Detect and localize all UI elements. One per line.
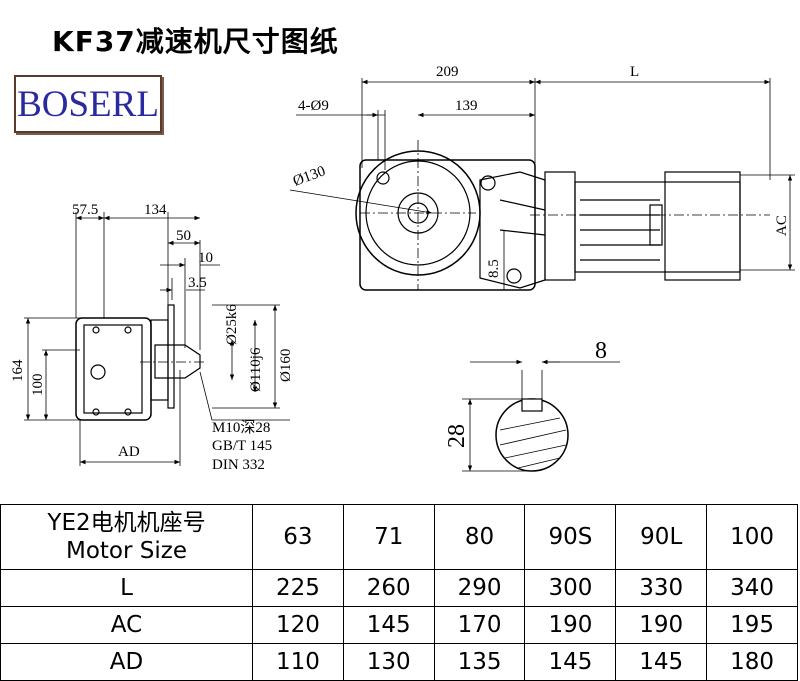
size-cell: 90L bbox=[615, 504, 708, 570]
dim-57-5: 57.5 bbox=[72, 202, 98, 218]
shaft-section bbox=[462, 359, 620, 472]
logo-text: BOSERL bbox=[17, 83, 159, 125]
side-view bbox=[289, 78, 795, 291]
dim-134: 134 bbox=[144, 202, 167, 218]
table-cell: 120 bbox=[252, 606, 344, 644]
table-cell: 135 bbox=[433, 643, 526, 681]
size-cell: 100 bbox=[706, 504, 798, 570]
dim-139: 139 bbox=[455, 98, 478, 114]
dim-164: 164 bbox=[10, 359, 26, 382]
dim-100: 100 bbox=[30, 374, 46, 397]
dim-209: 209 bbox=[436, 64, 459, 80]
size-cell: 90S bbox=[524, 504, 617, 570]
table-cell: 330 bbox=[615, 569, 708, 607]
front-view bbox=[24, 212, 290, 466]
dim-ac: AC bbox=[774, 215, 790, 236]
header-label-en: Motor Size bbox=[66, 538, 187, 564]
note-gbt145: GB/T 145 bbox=[212, 438, 272, 454]
dim-ad: AD bbox=[118, 444, 140, 460]
motor-size-table: YE2电机机座号 Motor Size 63 71 80 90S 90L 100… bbox=[0, 504, 798, 681]
header-label-cell: YE2电机机座号 Motor Size bbox=[0, 504, 253, 570]
dim-50: 50 bbox=[176, 228, 191, 244]
brand-logo: BOSERL bbox=[14, 75, 162, 133]
table-cell: 260 bbox=[342, 569, 435, 607]
table-cell: 170 bbox=[433, 606, 526, 644]
table-cell: 130 bbox=[342, 643, 435, 681]
table-cell: 290 bbox=[433, 569, 526, 607]
row-label: AD bbox=[0, 643, 253, 681]
page-title: KF37减速机尺寸图纸 bbox=[52, 25, 339, 58]
header-label-cn: YE2电机机座号 bbox=[47, 510, 206, 536]
note-din332: DIN 332 bbox=[212, 457, 265, 473]
size-cell: 80 bbox=[433, 504, 526, 570]
table-row: L 225 260 290 300 330 340 bbox=[0, 569, 798, 607]
table-row: AC 120 145 170 190 190 195 bbox=[0, 606, 798, 644]
table-cell: 225 bbox=[252, 569, 344, 607]
table-cell: 145 bbox=[524, 643, 617, 681]
dim-l: L bbox=[630, 64, 639, 80]
table-cell: 195 bbox=[706, 606, 798, 644]
dim-d110j6: Ø110j6 bbox=[248, 347, 264, 392]
dim-28: 28 bbox=[444, 424, 470, 448]
dim-3-5: 3.5 bbox=[188, 275, 207, 291]
dim-d160: Ø160 bbox=[278, 349, 294, 382]
size-cell: 71 bbox=[342, 504, 435, 570]
dim-d25k6: Ø25k6 bbox=[224, 304, 240, 345]
dim-8: 8 bbox=[595, 338, 607, 364]
table-header-row: YE2电机机座号 Motor Size 63 71 80 90S 90L 100 bbox=[0, 504, 798, 570]
note-m10: M10深28 bbox=[212, 419, 270, 436]
table-cell: 300 bbox=[524, 569, 617, 607]
row-label: L bbox=[0, 569, 253, 607]
dim-10: 10 bbox=[198, 250, 213, 266]
row-label: AC bbox=[0, 606, 253, 644]
dim-4x9: 4-Ø9 bbox=[298, 98, 329, 114]
dim-8-5: 8.5 bbox=[486, 259, 502, 278]
table-row: AD 110 130 135 145 145 180 bbox=[0, 643, 798, 681]
table-cell: 190 bbox=[524, 606, 617, 644]
table-cell: 145 bbox=[342, 606, 435, 644]
technical-drawing: 209 L 4-Ø9 139 Ø130 AC 8.5 bbox=[10, 64, 795, 473]
table-cell: 180 bbox=[706, 643, 798, 681]
table-cell: 145 bbox=[615, 643, 708, 681]
size-cell: 63 bbox=[252, 504, 344, 570]
table-cell: 190 bbox=[615, 606, 708, 644]
table-cell: 110 bbox=[252, 643, 344, 681]
table-cell: 340 bbox=[706, 569, 798, 607]
dim-d130: Ø130 bbox=[291, 163, 328, 189]
